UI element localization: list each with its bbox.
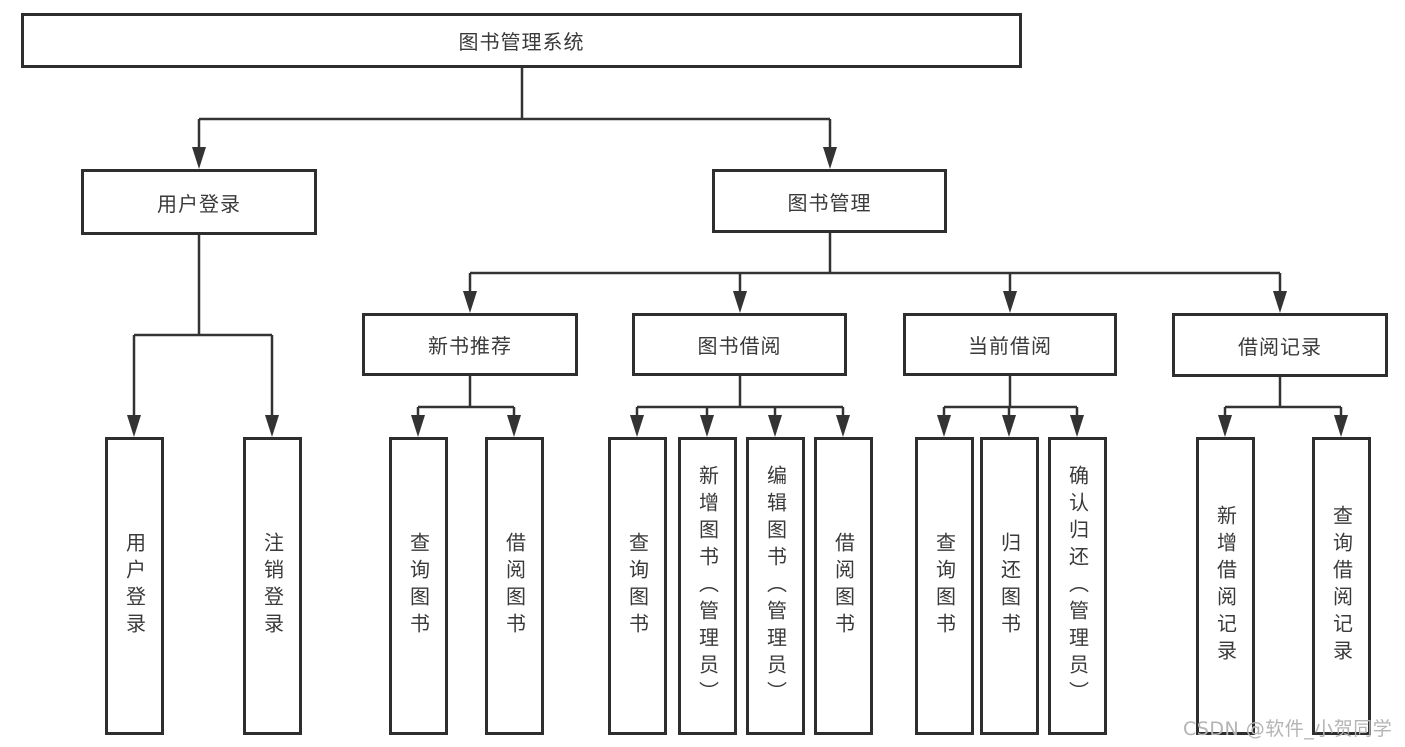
leaf-label: 注销登录 <box>260 532 285 640</box>
node-label: 图书借阅 <box>697 334 782 358</box>
node-borrow-records: 借阅记录 <box>1172 313 1388 377</box>
node-label: 图书管理 <box>787 190 872 215</box>
leaf-label: 确认归还（管理员） <box>1065 464 1090 708</box>
node-book-management: 图书管理 <box>712 169 947 233</box>
node-book-borrow: 图书借阅 <box>632 313 847 376</box>
node-label: 用户登录 <box>157 191 241 216</box>
node-library-management-system: 图书管理系统 <box>21 13 1022 68</box>
leaf-add-books-admin: 新增图书（管理员） <box>678 437 737 735</box>
leaf-query-borrow-record: 查询借阅记录 <box>1312 437 1371 735</box>
leaf-borrow-books-recommend: 借阅图书 <box>485 437 544 735</box>
node-label: 当前借阅 <box>968 334 1052 358</box>
node-label: 借阅记录 <box>1238 334 1322 359</box>
node-new-book-recommend: 新书推荐 <box>362 313 578 376</box>
leaf-query-books-recommend: 查询图书 <box>389 437 448 735</box>
leaf-label: 新增借阅记录 <box>1213 505 1238 667</box>
leaf-logout: 注销登录 <box>243 437 302 735</box>
leaf-label: 查询图书 <box>625 532 650 640</box>
leaf-label: 归还图书 <box>997 532 1022 640</box>
leaf-query-books-current: 查询图书 <box>915 437 974 735</box>
node-current-borrow: 当前借阅 <box>903 313 1117 376</box>
leaf-add-borrow-record: 新增借阅记录 <box>1196 437 1255 735</box>
leaf-return-books: 归还图书 <box>980 437 1039 735</box>
node-label: 新书推荐 <box>428 334 512 358</box>
leaf-user-login: 用户登录 <box>105 437 164 735</box>
leaf-edit-books-admin: 编辑图书（管理员） <box>746 437 805 735</box>
node-user-login: 用户登录 <box>81 169 317 235</box>
leaf-label: 借阅图书 <box>831 532 856 640</box>
leaf-label: 编辑图书（管理员） <box>763 464 788 708</box>
arrowhead-icons <box>127 147 1348 437</box>
leaf-label: 借阅图书 <box>502 532 527 640</box>
leaf-query-books-borrow: 查询图书 <box>608 437 667 735</box>
leaf-confirm-return-admin: 确认归还（管理员） <box>1048 437 1107 735</box>
leaf-label: 查询借阅记录 <box>1329 505 1354 667</box>
leaf-label: 用户登录 <box>122 532 147 640</box>
leaf-label: 新增图书（管理员） <box>695 464 720 708</box>
node-label: 图书管理系统 <box>458 30 585 54</box>
leaf-borrow-books: 借阅图书 <box>814 437 873 735</box>
csdn-watermark: CSDN @软件_小贺同学 <box>1183 718 1393 740</box>
leaf-label: 查询图书 <box>932 532 957 640</box>
leaf-label: 查询图书 <box>406 532 431 640</box>
